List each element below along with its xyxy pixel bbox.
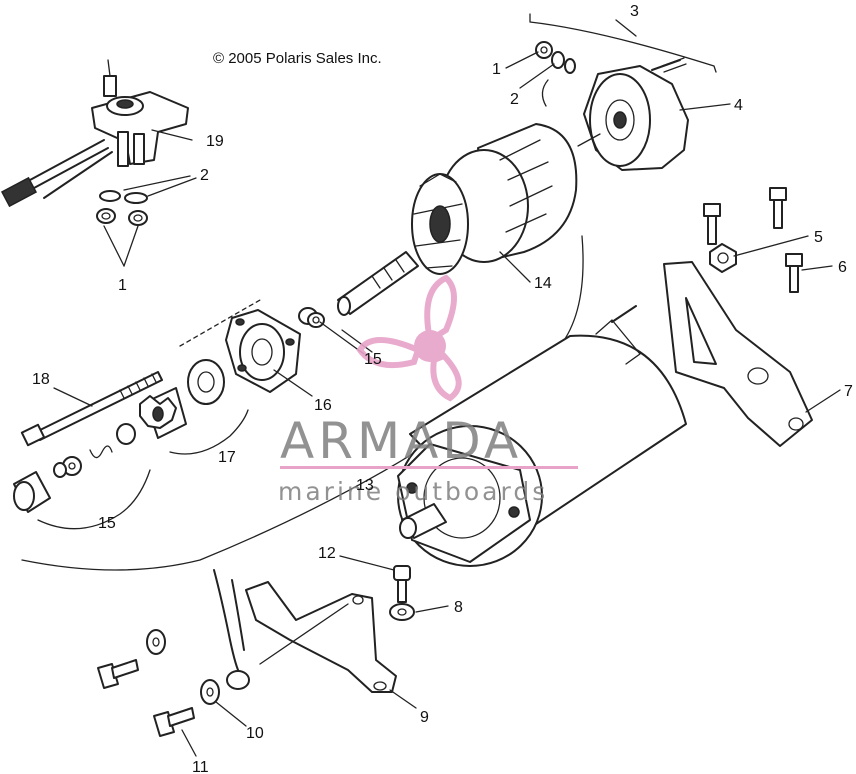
watermark-tagline: marine outboards: [278, 477, 548, 506]
callout-11: 11: [192, 759, 209, 774]
callout-2-left: 2: [200, 167, 209, 184]
part-2-washer-top: [541, 51, 576, 107]
callout-18: 18: [32, 371, 50, 388]
part-11-bolts: [97, 659, 195, 737]
callout-1-top: 1: [492, 61, 501, 78]
part-8-washer: [389, 603, 415, 621]
part-15-washers-upper: [298, 307, 325, 328]
part-4-end-cap: [583, 57, 689, 171]
callout-labels: 1 1 2 2 3 4 5 6 7 8 9 10 11 12 13 14 15 …: [32, 3, 853, 774]
bracket-15: [37, 469, 151, 530]
part-7-mounting-bracket: [663, 261, 813, 447]
part-13-starter-motor: [397, 305, 687, 567]
callout-5: 5: [814, 229, 823, 246]
callout-14: 14: [534, 275, 552, 292]
leader-lines: [53, 19, 841, 757]
callout-9: 9: [420, 709, 429, 726]
part-9-clamp-bracket: [213, 569, 397, 693]
callout-1-left: 1: [118, 277, 127, 294]
watermark-underline: [280, 466, 578, 469]
watermark-brand: ARMADA: [280, 412, 522, 470]
part-6-bolts: [703, 187, 803, 293]
callout-7: 7: [844, 383, 853, 400]
bracket-13: [21, 235, 584, 571]
part-15-spacer-and-springs: [13, 423, 136, 513]
part-5-nut: [709, 243, 737, 273]
part-1-nuts-left: [96, 208, 148, 226]
part-17-drive-assembly: [139, 359, 225, 439]
bracket-3: [529, 13, 717, 73]
alignment-line: [179, 299, 261, 347]
part-16-drive-end-plate: [225, 309, 301, 393]
propeller-logo-icon: [356, 274, 462, 402]
copyright-text: © 2005 Polaris Sales Inc.: [213, 50, 382, 67]
alignment-line-2: [577, 133, 601, 147]
armada-watermark: ARMADA marine outboards: [278, 274, 578, 506]
bracket-17: [169, 409, 249, 455]
callout-13: 13: [356, 477, 374, 494]
callout-6: 6: [838, 259, 847, 276]
callout-3: 3: [630, 3, 639, 20]
callout-16: 16: [314, 397, 332, 414]
part-2-washers-left: [99, 190, 148, 204]
callout-17: 17: [218, 449, 236, 466]
part-18-through-bolt: [20, 371, 163, 447]
callout-4: 4: [734, 97, 743, 114]
callout-8: 8: [454, 599, 463, 616]
part-10-washers: [146, 629, 220, 705]
callout-10: 10: [246, 725, 264, 742]
callout-15-lower: 15: [98, 515, 116, 532]
callout-12: 12: [318, 545, 336, 562]
callout-2-top: 2: [510, 91, 519, 108]
part-1-nut-top: [535, 41, 553, 59]
part-19-solenoid-switch: [0, 59, 189, 208]
part-14-armature: [337, 123, 578, 316]
callout-19: 19: [206, 133, 224, 150]
part-12-screw: [393, 565, 411, 603]
callout-15-upper: 15: [364, 351, 382, 368]
